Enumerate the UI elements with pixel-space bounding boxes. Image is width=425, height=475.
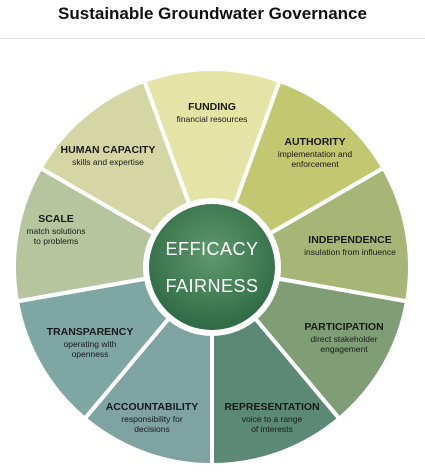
segment-heading: REPRESENTATION — [224, 401, 319, 413]
title-divider — [0, 38, 425, 39]
segment-heading: HUMAN CAPACITY — [61, 144, 156, 156]
segment-heading: PARTICIPATION — [304, 321, 383, 333]
center-disc — [149, 204, 275, 330]
segment-description: voice to a range — [242, 414, 303, 424]
segment-heading: FUNDING — [188, 101, 236, 113]
center-label-efficacy: EFFICACY — [165, 239, 258, 259]
segment-description: openness — [72, 349, 109, 359]
segment-description: financial resources — [177, 114, 248, 124]
segment-description: to problems — [34, 236, 78, 246]
segment-description: implementation and — [278, 149, 352, 159]
segment-description: insulation from influence — [304, 247, 396, 257]
center-label-fairness: FAIRNESS — [165, 276, 258, 296]
segment-description: engagement — [320, 344, 368, 354]
segment-description: decisions — [134, 424, 169, 434]
segment-description: of interests — [251, 424, 293, 434]
segment-heading: SCALE — [38, 213, 74, 225]
segment-description: responsibility for — [121, 414, 183, 424]
segment-heading: ACCOUNTABILITY — [106, 401, 199, 413]
segment-description: direct stakeholder — [310, 334, 377, 344]
segment-description: match solutions — [26, 226, 85, 236]
segment-description: operating with — [64, 339, 117, 349]
segment-description: skills and expertise — [72, 157, 144, 167]
segment-heading: INDEPENDENCE — [308, 234, 391, 246]
segment-heading: TRANSPARENCY — [47, 326, 134, 338]
segment-heading: AUTHORITY — [284, 136, 345, 148]
segment-description: enforcement — [291, 159, 339, 169]
segment-funding — [141, 66, 283, 273]
diagram-title: Sustainable Groundwater Governance — [58, 4, 367, 23]
